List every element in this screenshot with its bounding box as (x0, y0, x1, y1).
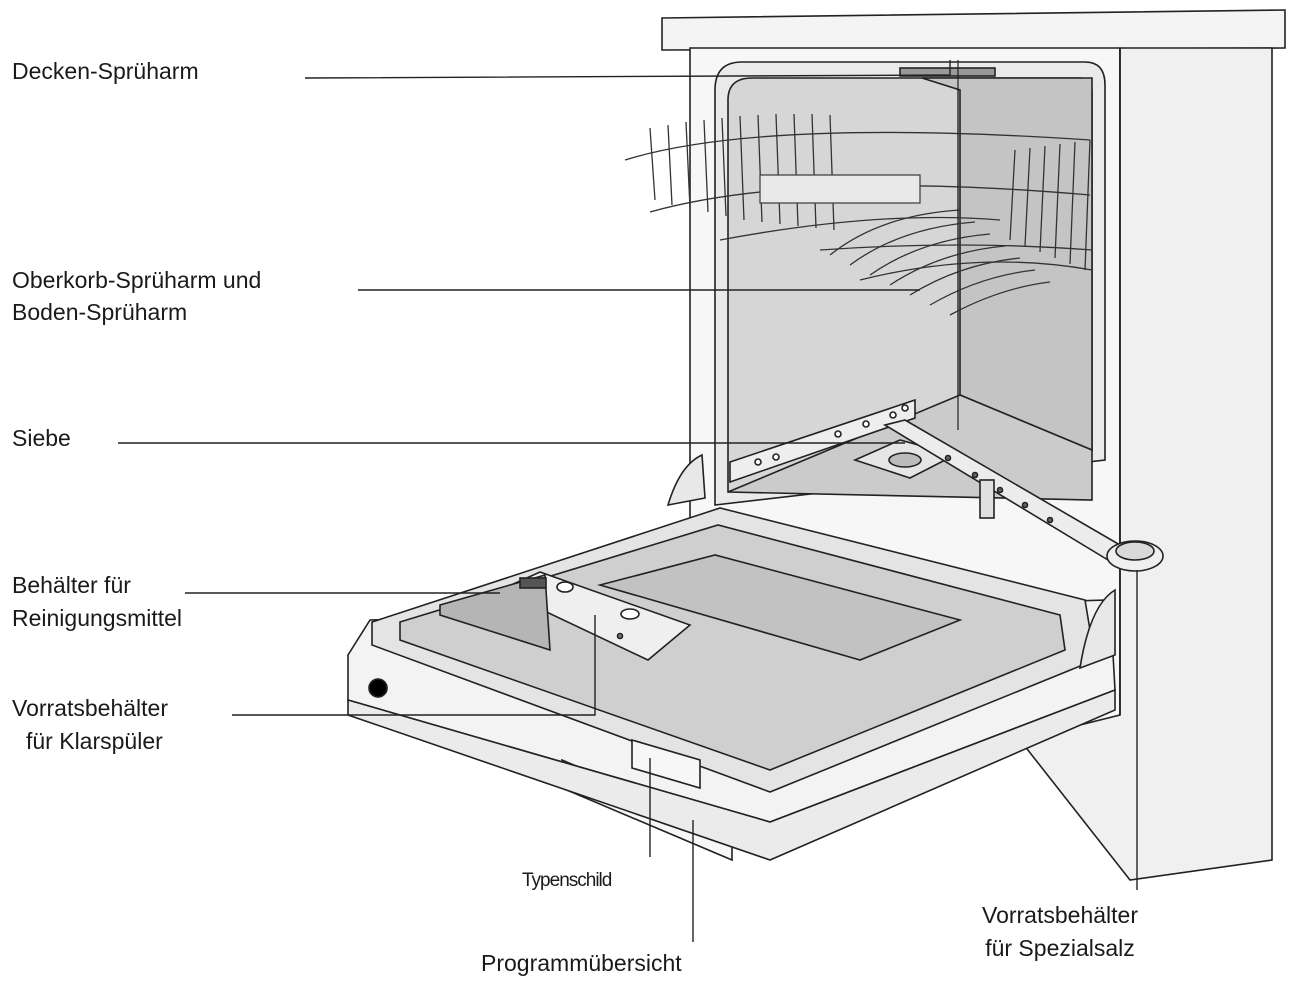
label-vorrats-klarspueler-line2: für Klarspüler (26, 728, 163, 754)
label-vorrats-spezialsalz-line1: Vorratsbehälter (982, 902, 1138, 928)
detergent-grille (519, 577, 547, 589)
label-oberkorb-spruharm-line1: Oberkorb-Sprüharm und (12, 267, 262, 293)
door-lower-recess (596, 554, 963, 661)
countertop (661, 9, 1286, 51)
rack-tines-right (1009, 139, 1091, 271)
leader-vorrats-klarspueler (232, 615, 596, 716)
side-rail (729, 398, 916, 484)
filter-cup (888, 452, 922, 468)
open-door (347, 453, 1116, 862)
upper-rack (624, 113, 1093, 316)
label-vorrats-spezialsalz-line2: für Spezialsalz (985, 935, 1135, 961)
door-button (368, 678, 388, 698)
label-behaelter-reinigungsmittel-line1: Behälter für (12, 572, 131, 598)
rating-plate (631, 738, 701, 790)
rack-tines-left (649, 113, 835, 231)
rack-plates (829, 209, 1051, 316)
label-vorrats-klarspueler-line1: Vorratsbehälter (12, 695, 168, 721)
cabinet-side-right (1018, 47, 1273, 881)
leader-lines (118, 60, 1138, 942)
tub-interior (714, 61, 1164, 572)
right-hinge (1078, 588, 1116, 670)
upper-spray-arm-carrier (759, 174, 921, 204)
left-hinge (666, 453, 706, 507)
label-siebe: Siebe (12, 425, 71, 451)
ceiling-spray-arm (899, 67, 996, 77)
label-decken-spruharm: Decken-Sprüharm (12, 58, 199, 84)
label-oberkorb-spruharm-line2: Boden-Sprüharm (12, 299, 188, 325)
label-programmuebersicht: Programmübersicht (481, 950, 682, 976)
label-typenschild: Typenschild (522, 870, 612, 891)
label-behaelter-reinigungsmittel-line2: Reinigungsmittel (12, 605, 183, 631)
dispenser-open-lid (439, 573, 551, 652)
leader-decken-spruharm (304, 60, 951, 79)
spray-arm-stem (979, 479, 995, 519)
